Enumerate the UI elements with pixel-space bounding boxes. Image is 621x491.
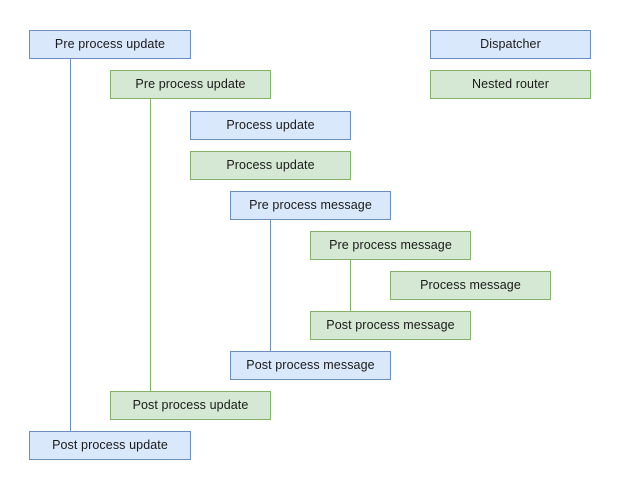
edge-pre-to-post-message-dispatcher	[270, 220, 271, 351]
edge-pre-to-post-update-router	[150, 99, 151, 391]
node-label: Post process message	[246, 358, 375, 373]
node-label: Post process update	[52, 438, 168, 453]
legend-item-nested-router[interactable]: Nested router	[430, 70, 591, 99]
node-post-process-update-dispatcher[interactable]: Post process update	[29, 431, 191, 460]
node-label: Process message	[420, 278, 521, 293]
node-pre-process-message-dispatcher[interactable]: Pre process message	[230, 191, 391, 220]
node-process-update-dispatcher[interactable]: Process update	[190, 111, 351, 140]
node-pre-process-message-router[interactable]: Pre process message	[310, 231, 471, 260]
node-label: Pre process update	[54, 37, 166, 52]
node-label: Pre process message	[249, 198, 372, 213]
node-label: Pre process message	[329, 238, 452, 253]
node-post-process-message-router[interactable]: Post process message	[310, 311, 471, 340]
node-label: Process update	[226, 118, 315, 133]
edge-pre-to-post-message-router	[350, 260, 351, 311]
node-pre-process-update-router[interactable]: Pre process update	[110, 70, 271, 99]
node-process-update-router[interactable]: Process update	[190, 151, 351, 180]
node-label: Pre process update	[135, 77, 246, 92]
legend-label: Nested router	[471, 77, 550, 92]
node-process-message-router[interactable]: Process message	[390, 271, 551, 300]
node-label: Post process message	[326, 318, 455, 333]
node-label: Process update	[226, 158, 315, 173]
edge-pre-to-post-update-dispatcher	[70, 59, 71, 431]
node-post-process-message-dispatcher[interactable]: Post process message	[230, 351, 391, 380]
legend-label: Dispatcher	[480, 37, 541, 52]
legend-item-dispatcher[interactable]: Dispatcher	[430, 30, 591, 59]
node-pre-process-update-dispatcher[interactable]: Pre process update	[29, 30, 191, 59]
node-post-process-update-router[interactable]: Post process update	[110, 391, 271, 420]
node-label: Post process update	[132, 398, 249, 413]
